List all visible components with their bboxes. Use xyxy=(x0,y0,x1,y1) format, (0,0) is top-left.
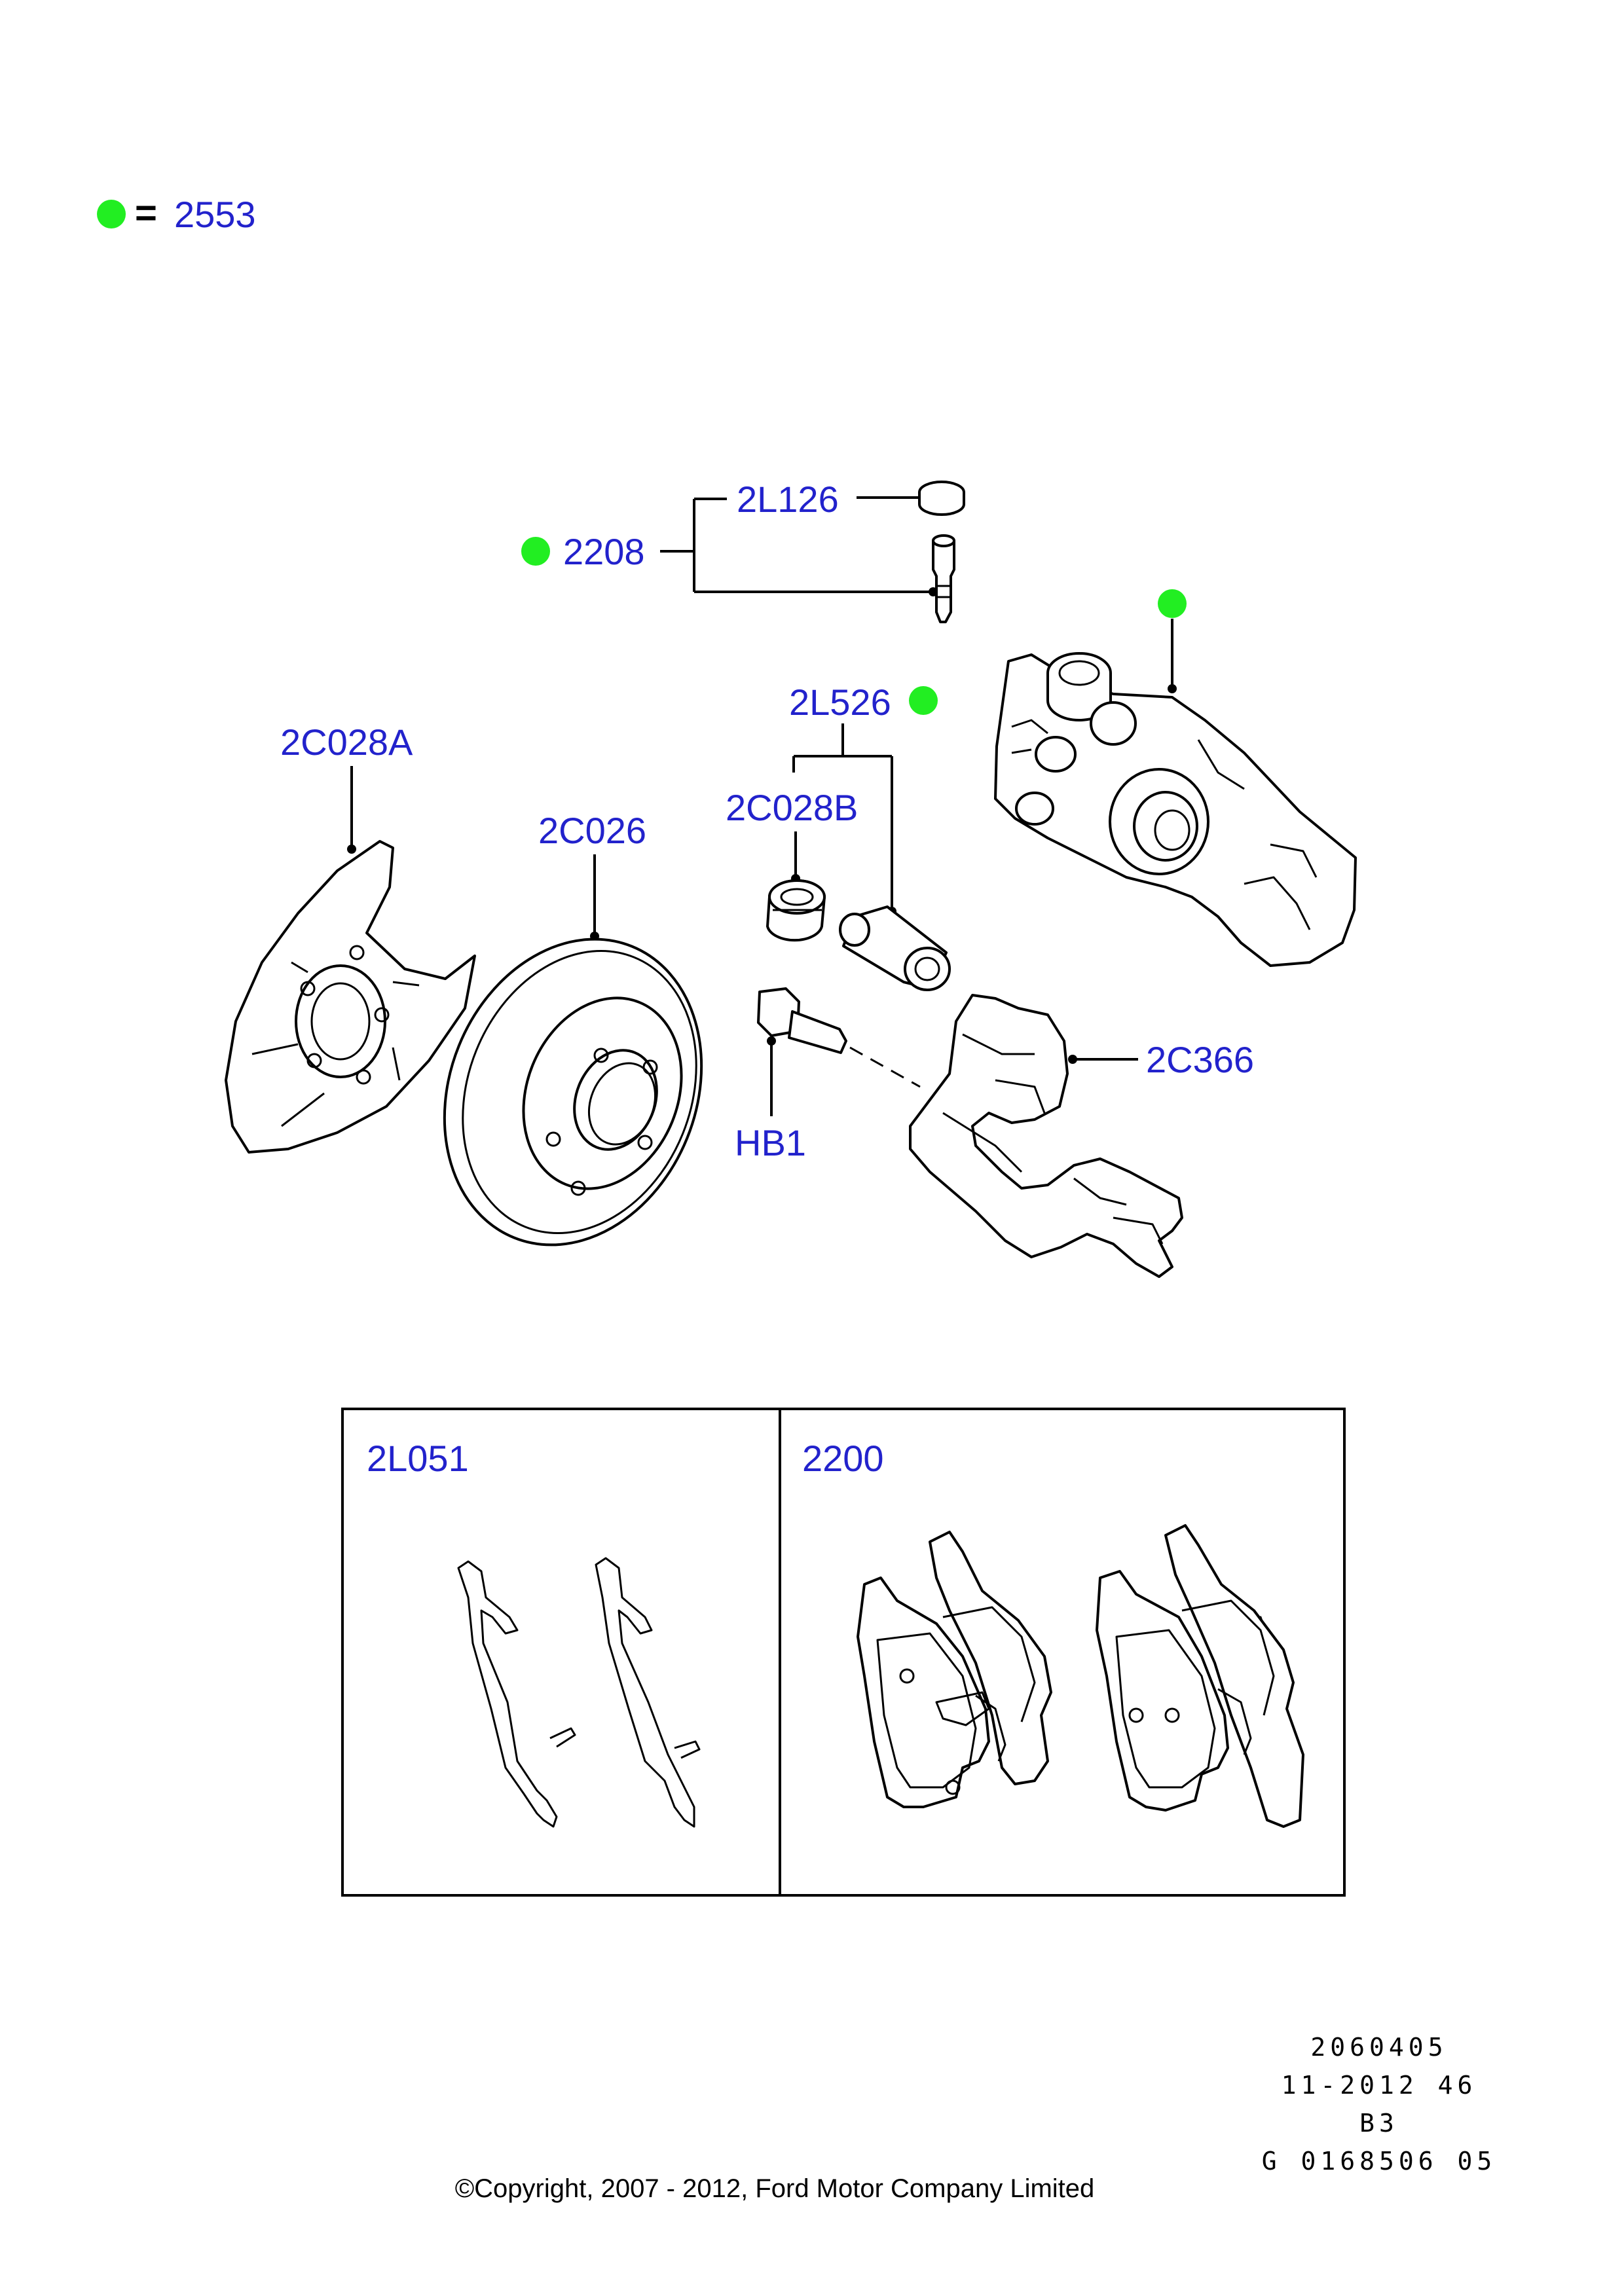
callout-2L526[interactable]: 2L526 xyxy=(789,682,891,723)
legend-value[interactable]: 2553 xyxy=(174,194,256,235)
callout-2C026[interactable]: 2C026 xyxy=(538,810,646,851)
brake-disc-part[interactable] xyxy=(400,900,746,1284)
brake-pad-4-part[interactable] xyxy=(1164,1524,1304,1828)
marker-2208-icon xyxy=(521,537,550,566)
retaining-spring-right-part[interactable] xyxy=(595,1557,701,1828)
bolt-part[interactable] xyxy=(757,987,921,1088)
legend: = 2553 xyxy=(97,192,256,235)
callout-group-HB1: HB1 xyxy=(735,1036,806,1163)
callout-group-2C366: 2C366 xyxy=(1068,1039,1254,1080)
drawing-meta: 2060405 11-2012 46 B3 G 0168506 05 xyxy=(1262,2033,1497,2176)
callout-caliper-marker xyxy=(1158,589,1187,693)
callout-2C028A[interactable]: 2C028A xyxy=(280,721,413,763)
meta-line-4: G 0168506 05 xyxy=(1262,2147,1497,2176)
marker-caliper-icon xyxy=(1158,589,1187,618)
callout-group-2208: 2208 2L126 xyxy=(521,479,965,623)
meta-line-1: 2060405 xyxy=(1310,2033,1447,2062)
meta-line-2: 11-2012 46 xyxy=(1282,2071,1477,2100)
bleeder-cap-part[interactable] xyxy=(918,481,965,516)
box-2200: 2200 xyxy=(779,1408,1346,1897)
legend-marker-icon xyxy=(97,200,126,228)
guide-sleeve-part[interactable] xyxy=(839,905,951,991)
dust-shield-part[interactable] xyxy=(225,840,476,1154)
bleeder-screw-part[interactable] xyxy=(932,534,955,623)
marker-2L526-icon xyxy=(909,686,938,715)
dust-cap-part[interactable] xyxy=(766,879,826,942)
callout-HB1[interactable]: HB1 xyxy=(735,1122,806,1163)
brake-caliper-part[interactable] xyxy=(994,652,1357,967)
caliper-carrier-part[interactable] xyxy=(909,994,1183,1278)
box-2L051: 2L051 xyxy=(341,1408,781,1897)
box-label-2200[interactable]: 2200 xyxy=(802,1438,884,1479)
brake-pad-2-part[interactable] xyxy=(929,1531,1052,1785)
box-label-2L051[interactable]: 2L051 xyxy=(367,1438,469,1479)
brake-pad-1-part[interactable] xyxy=(857,1576,990,1808)
retaining-spring-left-part[interactable] xyxy=(457,1560,576,1828)
callout-2C028B[interactable]: 2C028B xyxy=(726,787,858,828)
legend-equals: = xyxy=(135,192,157,234)
callout-group-2C026: 2C026 xyxy=(538,810,646,941)
callout-2C366[interactable]: 2C366 xyxy=(1146,1039,1254,1080)
callout-2L126[interactable]: 2L126 xyxy=(737,479,839,520)
callout-group-2L526: 2L526 2C028B xyxy=(726,682,938,916)
callout-2208[interactable]: 2208 xyxy=(563,531,645,572)
copyright-text: ©Copyright, 2007 - 2012, Ford Motor Comp… xyxy=(455,2174,1095,2203)
callout-group-2C028A: 2C028A xyxy=(280,721,413,854)
meta-line-3: B3 xyxy=(1359,2109,1399,2138)
